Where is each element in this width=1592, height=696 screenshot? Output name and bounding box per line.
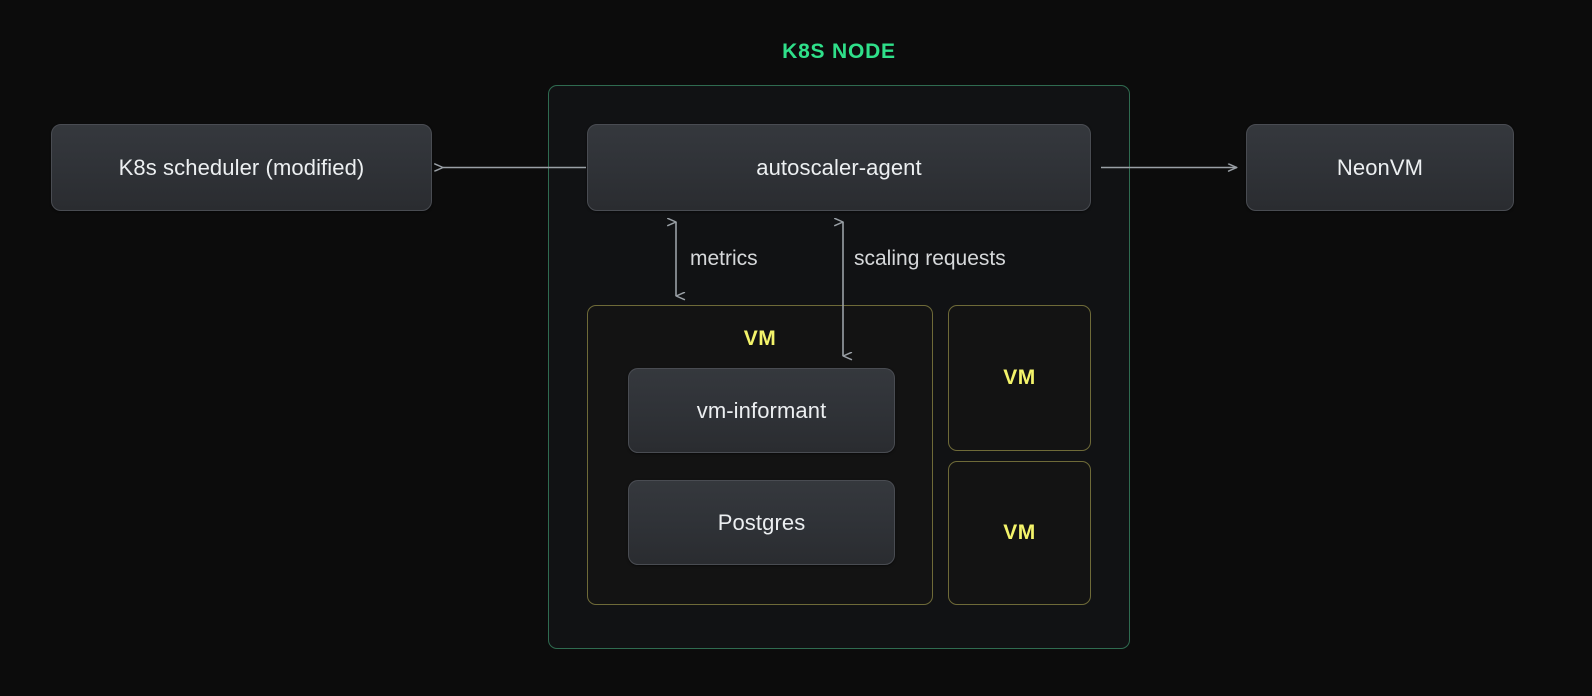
vm-primary-box[interactable]: VM vm-informant Postgres <box>587 305 933 605</box>
vm-secondary-label-2: VM <box>1003 521 1036 544</box>
vm-informant-box[interactable]: vm-informant <box>628 368 895 453</box>
postgres-box[interactable]: Postgres <box>628 480 895 565</box>
autoscaler-agent-label: autoscaler-agent <box>756 154 922 180</box>
vm-informant-label: vm-informant <box>696 397 827 423</box>
vm-secondary-box-2[interactable]: VM <box>948 461 1091 605</box>
metrics-arrow-label: metrics <box>690 247 758 270</box>
k8s-scheduler-label: K8s scheduler (modified) <box>118 154 365 180</box>
neonvm-label: NeonVM <box>1336 154 1424 180</box>
vm-primary-label: VM <box>743 327 777 350</box>
k8s-scheduler-box[interactable]: K8s scheduler (modified) <box>51 124 432 211</box>
scaling-requests-arrow-label: scaling requests <box>854 247 1006 270</box>
neonvm-box[interactable]: NeonVM <box>1246 124 1514 211</box>
vm-secondary-label-1: VM <box>1003 366 1036 389</box>
k8s-node-title: K8S NODE <box>782 40 896 63</box>
postgres-label: Postgres <box>717 509 806 535</box>
vm-secondary-box-1[interactable]: VM <box>948 305 1091 451</box>
autoscaler-agent-box[interactable]: autoscaler-agent <box>587 124 1091 211</box>
